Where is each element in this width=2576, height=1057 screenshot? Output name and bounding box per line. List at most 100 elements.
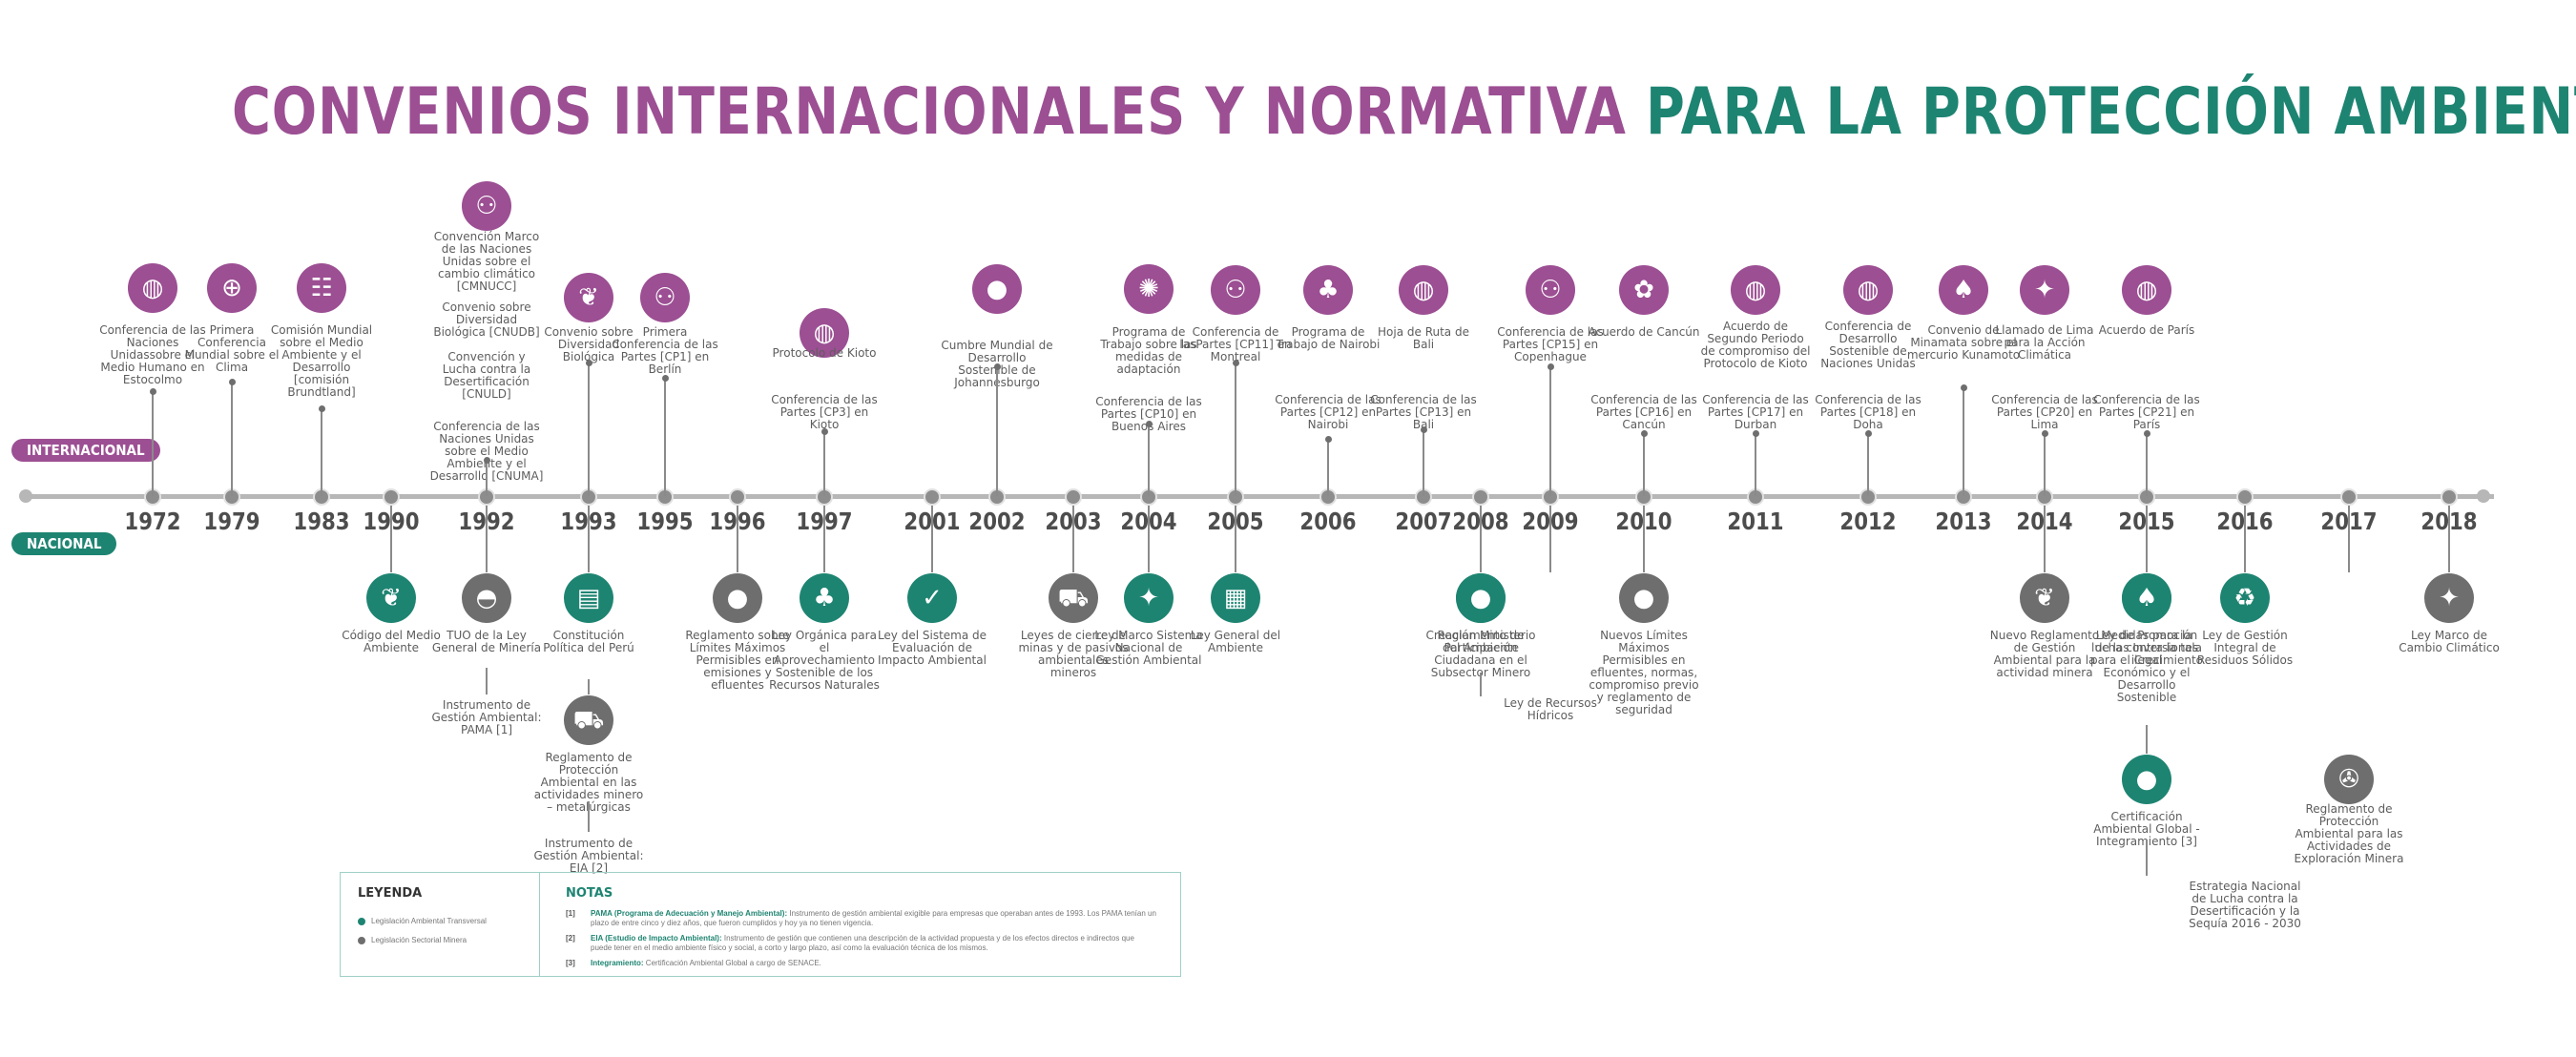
plant-hand-icon: ♣: [1303, 265, 1353, 315]
national-event-label-5: Instrumento de Gestión Ambiental: EIA [2…: [533, 837, 644, 875]
int-connector-2002: [996, 366, 998, 496]
legend-item-transversal: Legislación Ambiental Transversal: [358, 917, 487, 925]
international-event-label-11: Cumbre Mundial de Desarrollo Sostenible …: [941, 339, 1053, 389]
international-event-label-23: Conferencia de las Partes [CP17] en Durb…: [1702, 393, 1809, 431]
timeline-node-2003: [1065, 488, 1082, 506]
globe-icon: ◍: [2122, 265, 2171, 315]
nat-connector-2001: [931, 506, 933, 572]
note-1-text: Instrumento de gestión ambiental exigibl…: [591, 909, 1156, 927]
international-event-label-16: Conferencia de las Partes [CP12] en Nair…: [1275, 393, 1381, 431]
int-connector-2007-end: [1421, 426, 1427, 433]
meeting-icon: ⚇: [640, 273, 690, 322]
year-label-2013: 2013: [1935, 508, 1992, 535]
year-label-2002: 2002: [968, 508, 1026, 535]
water-drop-icon: ●: [713, 573, 762, 623]
year-label-2006: 2006: [1299, 508, 1357, 535]
timeline-node-1990: [383, 488, 400, 506]
int-connector-1992: [486, 460, 488, 496]
year-label-2011: 2011: [1727, 508, 1784, 535]
int-connector-2010: [1643, 433, 1645, 496]
legend-dot-green: [358, 917, 365, 925]
legend-dot-grey: [358, 936, 365, 944]
national-event-label-14: Ley de Recursos Hídricos: [1504, 696, 1597, 722]
international-event-label-22: Acuerdo de Segundo Periodo de compromiso…: [1700, 320, 1811, 370]
leaf-icon: ❦: [564, 273, 613, 322]
note-2-text: Instrumento de gestión que contienen una…: [591, 934, 1134, 952]
timeline-axis-end: [2477, 489, 2490, 503]
national-event-label-2: Instrumento de Gestión Ambiental: PAMA […: [431, 698, 542, 736]
nat-connector-2015: [2146, 506, 2148, 572]
int-connector-2005-end: [1233, 360, 1239, 366]
nat-sub-connector-5: [2146, 839, 2148, 876]
international-event-label-5: Convención y Lucha contra la Desertifica…: [442, 350, 531, 401]
meeting-icon: ⚇: [462, 181, 511, 231]
national-event-label-23: Ley Marco de Cambio Climático: [2399, 629, 2500, 654]
international-lane-label: INTERNACIONAL: [11, 439, 160, 462]
international-event-label-18: Conferencia de las Partes [CP13] en Bali: [1370, 393, 1477, 431]
year-label-1979: 1979: [203, 508, 260, 535]
international-event-label-15: Programa de Trabajo de Nairobi: [1276, 325, 1381, 351]
international-event-label-6: Conferencia de las Naciones Unidas sobre…: [429, 420, 544, 483]
int-connector-2011-end: [1753, 430, 1759, 437]
national-event-label-17: Ley de Promoción de las Inversiones para…: [2089, 629, 2204, 704]
national-event-label-22: Reglamento de Protección Ambiental para …: [2294, 802, 2404, 865]
int-connector-2009-end: [1548, 363, 1554, 370]
note-2-term: EIA (Estudio de Impacto Ambiental):: [591, 934, 722, 943]
int-connector-2002-end: [994, 363, 1001, 370]
meeting-icon: ⚇: [1211, 265, 1260, 315]
nat-connector-2014: [2044, 506, 2046, 572]
int-connector-2007: [1423, 429, 1424, 496]
national-lane-label: NACIONAL: [11, 532, 117, 555]
tree-icon: ♠: [2122, 573, 2171, 623]
notes-title: NOTAS: [566, 886, 613, 901]
nat-connector-1997: [823, 506, 825, 572]
meeting-icon: ⚇: [1526, 265, 1575, 315]
international-event-label-12: Programa de Trabajo sobre las medidas de…: [1100, 325, 1197, 376]
national-event-label-3: Constitución Política del Perú: [543, 629, 634, 654]
timeline-axis: [21, 494, 2494, 499]
nat-sub-connector-0: [486, 668, 488, 694]
leaf-icon: ❦: [2020, 573, 2069, 623]
title-part-1: CONVENIOS INTERNACIONALES Y NORMATIVA: [232, 74, 1627, 150]
int-connector-2004: [1148, 424, 1150, 496]
year-label-2012: 2012: [1839, 508, 1897, 535]
national-event-label-1: TUO de la Ley General de Minería: [431, 629, 542, 654]
legend-box: LEYENDA Legislación Ambiental Transversa…: [340, 872, 1181, 977]
int-connector-2015-end: [2144, 430, 2150, 437]
nat-connector-2016: [2244, 506, 2246, 572]
drill-icon: ✇: [2324, 755, 2374, 804]
tree-icon: ♠: [1939, 265, 1988, 315]
legend-label-transversal: Legislación Ambiental Transversal: [371, 917, 487, 925]
leaf-icon: ❦: [366, 573, 416, 623]
nat-connector-1996: [737, 506, 738, 572]
int-connector-1997-end: [821, 428, 828, 435]
event-icon: ●: [2122, 755, 2171, 804]
note-1-number: [1]: [566, 909, 575, 918]
timeline-node-2018: [2441, 488, 2458, 506]
globe-icon: ◍: [1843, 265, 1893, 315]
lightbulb-icon: ✺: [1124, 264, 1174, 314]
int-connector-2009: [1549, 366, 1551, 496]
int-connector-2013-end: [1961, 384, 1967, 391]
globe-icon: ◍: [1731, 265, 1780, 315]
int-connector-2015: [2146, 433, 2148, 496]
int-connector-1992-end: [484, 457, 490, 464]
international-event-label-8: Primera Conferencia de las Partes [CP1] …: [612, 325, 718, 376]
people-group-icon: ☷: [297, 263, 346, 313]
nat-sub-connector-1: [588, 679, 590, 694]
note-1: [1] PAMA (Programa de Adecuación y Manej…: [566, 909, 1157, 928]
peru-map-icon: ✦: [2020, 265, 2069, 315]
int-connector-1979-end: [229, 379, 236, 385]
globe-network-icon: ⊕: [207, 263, 257, 313]
note-3: [3] Integramiento: Certificación Ambient…: [566, 959, 1157, 968]
truck-icon: ⛟: [1049, 573, 1098, 623]
national-event-label-16: Nuevo Reglamento de Gestión Ambiental pa…: [1989, 629, 2100, 679]
nat-connector-2010: [1643, 506, 1645, 572]
international-event-label-4: Convenio sobre Diversidad Biológica [CNU…: [433, 301, 540, 339]
national-event-label-15: Nuevos Límites Máximos Permisibles en ef…: [1589, 629, 1699, 716]
nat-connector-2003: [1072, 506, 1074, 572]
legend-panel: LEYENDA Legislación Ambiental Transversa…: [341, 873, 540, 976]
national-event-label-12: Creación Ministerio del Ambiente: [1425, 629, 1536, 654]
international-event-label-19: Conferencia de las Partes [CP15] en Cope…: [1497, 325, 1604, 363]
int-connector-1995: [664, 378, 666, 496]
